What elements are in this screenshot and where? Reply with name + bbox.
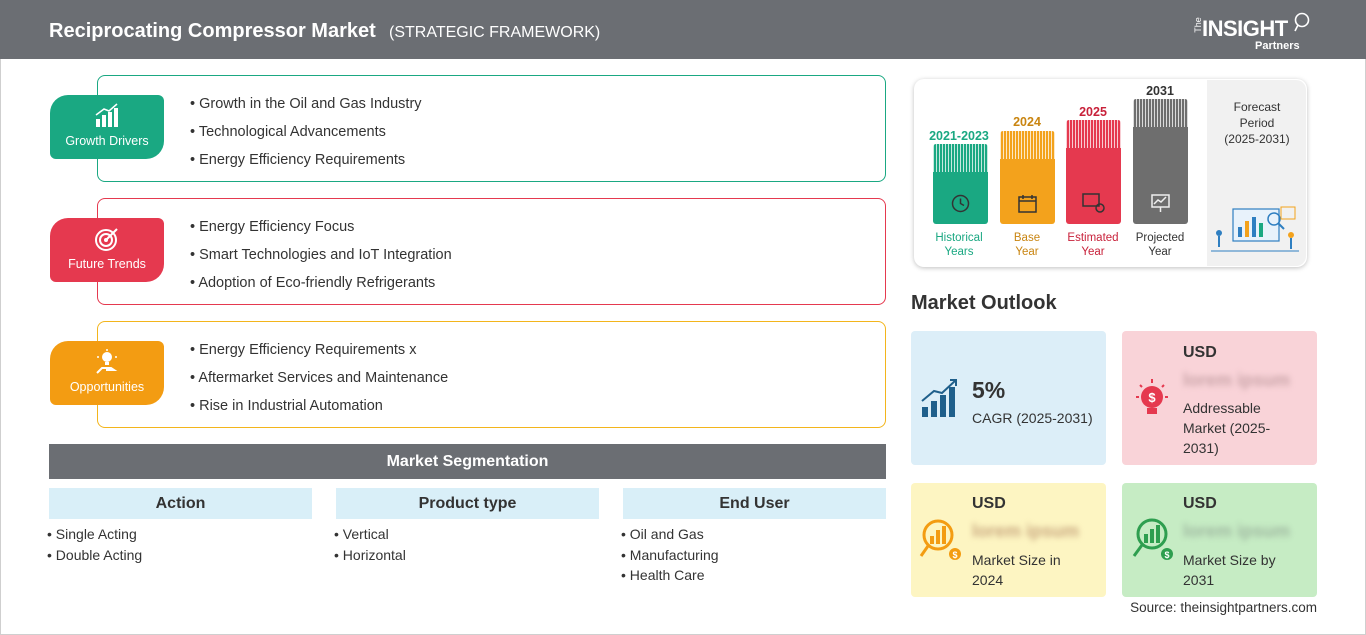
timeline-bar-base (1000, 131, 1055, 224)
timeline-bar-projected (1133, 99, 1188, 224)
opportunities-box: • Energy Efficiency Requirements x • Aft… (97, 321, 886, 428)
list-item: • Energy Efficiency Requirements (190, 152, 406, 168)
list-item: • Technological Advancements (190, 124, 386, 140)
timeline-bar-estimated (1066, 120, 1121, 224)
timeline-year-estimated: 2025 (1079, 105, 1107, 119)
list-item: • Single Acting (47, 526, 137, 542)
list-item: • Energy Efficiency Requirements x (190, 342, 417, 358)
dollar-bulb-icon: $ (1136, 379, 1168, 414)
opportunities-badge: Opportunities (50, 341, 164, 405)
growth-chart-icon (95, 103, 118, 127)
list-item: • Energy Efficiency Focus (190, 219, 355, 235)
logo-mark-icon (1294, 12, 1310, 32)
page-title: Reciprocating Compressor Market (49, 20, 376, 42)
future-trends-box: • Energy Efficiency Focus • Smart Techno… (97, 198, 886, 305)
opportunities-label: Opportunities (69, 380, 145, 394)
estimate-gear-icon (1082, 193, 1105, 213)
money-growth-icon: $ (1132, 518, 1173, 560)
timeline-year-historical: 2021-2023 (929, 129, 989, 143)
segment-list-product-type: • Vertical • Horizontal (334, 526, 406, 567)
market-size-2024-label: Market Size in 2024 (972, 552, 1061, 588)
header-bar: Reciprocating Compressor Market (STRATEG… (0, 0, 1366, 59)
addressable-currency: USD (1183, 344, 1217, 361)
growth-drivers-box: • Growth in the Oil and Gas Industry • T… (97, 75, 886, 182)
timeline-year-projected: 2031 (1146, 84, 1174, 98)
forecast-period-label: Forecast Period (2025-2031) (1224, 100, 1290, 146)
market-size-2031-currency: USD (1183, 495, 1217, 512)
segment-list-action: • Single Acting • Double Acting (47, 526, 142, 567)
list-item: • Aftermarket Services and Maintenance (190, 370, 449, 386)
segment-heading-product-type: Product type (336, 488, 599, 519)
timeline-bar-historical (933, 144, 988, 224)
market-size-2024-currency: USD (972, 495, 1006, 512)
target-icon (95, 228, 118, 251)
presentation-icon (1151, 194, 1170, 212)
market-outlook-title: Market Outlook (911, 292, 1057, 314)
growth-drivers-badge: Growth Drivers (50, 95, 164, 159)
growth-bars-icon (921, 379, 957, 417)
list-item: • Oil and Gas (621, 526, 704, 542)
future-trends-label: Future Trends (68, 257, 146, 271)
market-size-2031-card: $ USD lorem ipsum Market Size by 2031 (1122, 483, 1317, 597)
market-size-2031-value-blurred: lorem ipsum (1183, 521, 1291, 541)
svg-text:$: $ (952, 550, 957, 560)
list-item: • Vertical (334, 526, 389, 542)
list-item: • Smart Technologies and IoT Integration (190, 247, 452, 263)
list-item: • Rise in Industrial Automation (190, 398, 383, 414)
market-size-2031-label: Market Size by 2031 (1183, 552, 1276, 588)
future-trends-badge: Future Trends (50, 218, 164, 282)
insight-partners-logo[interactable]: The INSIGHT Partners (1190, 10, 1310, 54)
segment-heading-end-user: End User (623, 488, 886, 519)
market-size-2024-card: $ USD lorem ipsum Market Size in 2024 (911, 483, 1106, 597)
segment-list-end-user: • Oil and Gas • Manufacturing • Health C… (621, 526, 719, 588)
addressable-value-blurred: lorem ipsum (1183, 370, 1291, 390)
list-item: • Adoption of Eco-friendly Refrigerants (190, 275, 436, 291)
calendar-icon (1018, 195, 1037, 213)
market-size-2024-value-blurred: lorem ipsum (972, 521, 1080, 541)
cagr-card: 5% CAGR (2025-2031) (911, 331, 1106, 465)
history-icon (951, 194, 970, 213)
list-item: • Horizontal (334, 546, 406, 563)
addressable-label: Addressable Market (2025-2031) (1183, 400, 1271, 456)
addressable-market-card: $ USD lorem ipsum Addressable Market (20… (1122, 331, 1317, 465)
list-item: • Manufacturing (621, 546, 719, 563)
list-item: • Growth in the Oil and Gas Industry (190, 96, 422, 112)
analytics-illustration-icon (1211, 206, 1299, 252)
lightbulb-hand-icon (96, 349, 118, 374)
list-item: • Health Care (621, 567, 705, 583)
list-item: • Double Acting (47, 546, 143, 563)
svg-text:$: $ (1148, 390, 1156, 405)
page-subtitle: (STRATEGIC FRAMEWORK) (389, 24, 601, 41)
timeline-year-base: 2024 (1013, 115, 1041, 129)
source-credit: Source: theinsightpartners.com (1130, 600, 1317, 615)
svg-text:$: $ (1164, 550, 1169, 560)
growth-drivers-label: Growth Drivers (65, 134, 149, 148)
cagr-label: CAGR (2025-2031) (972, 410, 1093, 426)
money-analysis-icon: $ (919, 519, 961, 560)
segment-heading-action: Action (49, 488, 312, 519)
cagr-value: 5% (972, 377, 1006, 403)
market-segmentation-bar: Market Segmentation (49, 444, 886, 479)
